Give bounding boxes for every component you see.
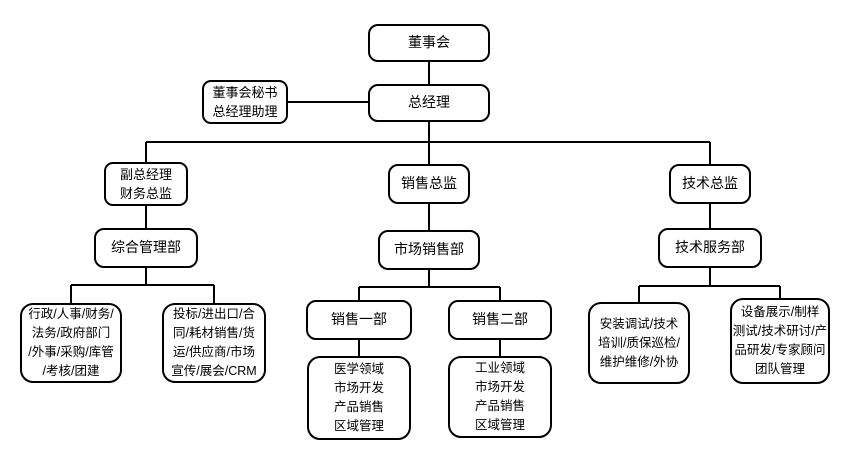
org-node-gm: 总经理 xyxy=(368,84,490,122)
org-node-sales-director-label: 销售总监 xyxy=(401,175,457,192)
org-node-sales-dept: 市场销售部 xyxy=(378,230,480,270)
org-node-tech-director-label: 技术总监 xyxy=(682,175,738,192)
org-node-tech-support-duties-label: 设备展示/制样 测试/技术研讨/产 品研发/专家顾问 团队管理 xyxy=(732,305,828,376)
org-node-tech-service-dept: 技术服务部 xyxy=(658,228,762,268)
org-node-gm-label: 总经理 xyxy=(408,94,450,111)
org-node-sales-director: 销售总监 xyxy=(388,164,470,204)
org-node-deputy-gm: 副总经理 财务总监 xyxy=(104,162,188,206)
org-node-sales1-duties: 医学领域 市场开发 产品销售 区域管理 xyxy=(307,356,411,440)
org-node-sales2-duties: 工业领域 市场开发 产品销售 区域管理 xyxy=(448,356,552,438)
org-node-tech-service-duties: 安装调试/技术 培训/质保巡检/ 维护维修/外协 xyxy=(588,302,690,384)
org-node-sales2-duties-label: 工业领域 市场开发 产品销售 区域管理 xyxy=(474,361,525,432)
org-node-board: 董事会 xyxy=(368,24,490,62)
org-node-admin-dept-label: 综合管理部 xyxy=(111,239,181,256)
org-node-sales-dept2-label: 销售二部 xyxy=(472,311,528,328)
org-node-deputy-gm-label: 副总经理 财务总监 xyxy=(119,166,172,202)
org-node-sales-dept1: 销售一部 xyxy=(306,300,412,340)
org-node-sales-dept1-label: 销售一部 xyxy=(331,311,387,328)
org-node-secretary: 董事会秘书 总经理助理 xyxy=(202,80,288,124)
org-node-sales1-duties-label: 医学领域 市场开发 产品销售 区域管理 xyxy=(333,362,384,433)
org-node-sales-dept-label: 市场销售部 xyxy=(394,241,464,258)
org-node-tech-service-duties-label: 安装调试/技术 培训/质保巡检/ 维护维修/外协 xyxy=(598,316,680,369)
org-node-board-label: 董事会 xyxy=(408,34,450,51)
org-node-tech-support-duties: 设备展示/制样 测试/技术研讨/产 品研发/专家顾问 团队管理 xyxy=(730,298,830,384)
org-node-tech-service-dept-label: 技术服务部 xyxy=(675,239,745,256)
org-node-commerce-duties: 投标/进出口/合 同/耗材销售/货 运/供应商/市场 宣传/展会/CRM xyxy=(162,303,266,383)
org-node-admin-duties: 行政/人事/财务/ 法务/政府部门 /外事/采购/库管 /考核/团建 xyxy=(20,303,122,383)
org-node-commerce-duties-label: 投标/进出口/合 同/耗材销售/货 运/供应商/市场 宣传/展会/CRM xyxy=(171,307,257,378)
org-node-admin-duties-label: 行政/人事/财务/ 法务/政府部门 /外事/采购/库管 /考核/团建 xyxy=(28,307,114,378)
org-node-secretary-label: 董事会秘书 总经理助理 xyxy=(212,84,278,120)
org-node-tech-director: 技术总监 xyxy=(669,164,751,204)
org-node-sales-dept2: 销售二部 xyxy=(448,300,552,340)
org-node-admin-dept: 综合管理部 xyxy=(94,228,198,268)
